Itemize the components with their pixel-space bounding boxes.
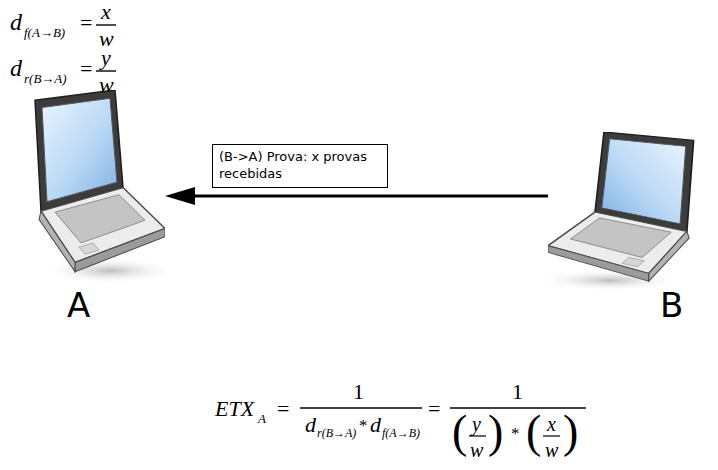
formula-term: = (428, 398, 440, 420)
formula-term: r(B→A) (317, 427, 356, 439)
formula-term: = (80, 12, 92, 34)
formula-term: 1 (353, 381, 364, 403)
formula-term: x (547, 414, 556, 434)
formula-term: = (80, 58, 92, 80)
node-name: A (67, 288, 90, 322)
formula-term: 1 (512, 381, 523, 403)
fraction-bar (96, 24, 116, 25)
arrow-head (165, 187, 195, 205)
formula-term: ETX (215, 398, 254, 420)
node-name: B (660, 288, 683, 322)
formula-term: = (277, 398, 289, 420)
formula-term: ( (452, 409, 467, 455)
laptop-icon (548, 132, 716, 292)
fraction-bar (543, 435, 560, 436)
formula-term: f(A→B) (382, 427, 420, 439)
formula-term: d (305, 414, 316, 436)
formula-term: y (101, 47, 111, 69)
formula-term: A (258, 412, 266, 425)
message-label: (B->A) Prova: x provas recebidas (212, 144, 388, 188)
laptop-node: A (15, 90, 165, 330)
laptop-node: B (548, 132, 716, 327)
formula-term: f(A→B) (24, 26, 65, 39)
fraction-bar (96, 70, 116, 71)
formula-term: * (511, 425, 520, 442)
formula-term: x (101, 1, 111, 23)
formula-term: ) (488, 409, 503, 455)
fraction-bar (300, 407, 422, 408)
formula-term: w (470, 440, 483, 460)
formula-term: w (545, 440, 558, 460)
formula-term: y (472, 414, 481, 434)
formula-term: ( (526, 409, 541, 455)
formula-term: ) (563, 409, 578, 455)
formula-term: d (10, 10, 22, 34)
formula-term: w (99, 74, 114, 96)
formula-term: d (370, 414, 381, 436)
formula-term: d (10, 56, 22, 80)
formula-term: * (359, 417, 368, 434)
laptop-icon (15, 90, 165, 285)
arrow-line (193, 195, 548, 198)
fraction-bar (469, 435, 486, 436)
formula-term: r(B→A) (24, 72, 67, 85)
message-arrow (165, 187, 548, 205)
